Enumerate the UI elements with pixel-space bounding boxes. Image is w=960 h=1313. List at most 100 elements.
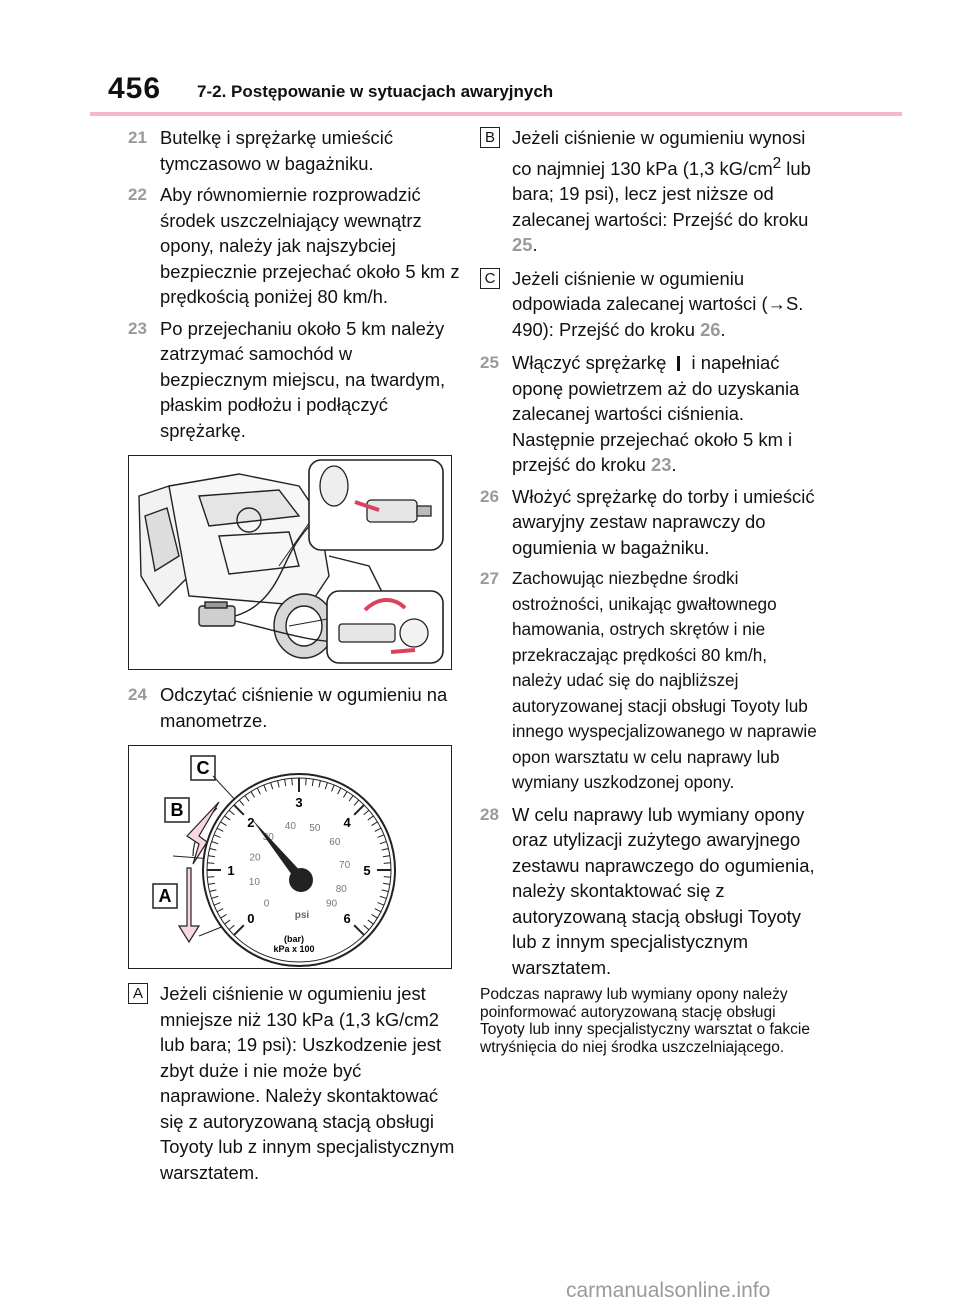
arrow-b-shape <box>186 801 220 865</box>
minor-tick <box>337 787 342 795</box>
psi-tick-label: 60 <box>329 837 341 848</box>
minor-tick <box>342 791 348 798</box>
minor-tick <box>382 882 390 885</box>
gauge-label-a: A <box>159 886 172 906</box>
step-22: 22 Aby równomiernie rozprowadzić środek … <box>128 182 460 310</box>
major-tick <box>353 804 365 816</box>
step-number: 22 <box>128 185 147 204</box>
psi-tick-label: 70 <box>339 860 351 871</box>
minor-tick <box>207 876 215 878</box>
minor-tick <box>277 780 280 788</box>
minor-tick <box>228 924 235 931</box>
step-24: 24 Odczytać ciśnienie w ogumieniu na man… <box>128 682 460 733</box>
minor-tick <box>305 778 307 786</box>
label-a-box: A <box>128 983 148 1004</box>
step-text: Aby równomiernie rozprowadzić środek usz… <box>160 184 460 307</box>
minor-tick <box>311 779 314 787</box>
major-tick <box>233 804 245 816</box>
major-tick <box>233 924 245 936</box>
step-reference: 26 <box>700 318 721 340</box>
minor-tick <box>209 848 217 851</box>
page-number: 456 <box>108 72 162 105</box>
minor-tick <box>224 815 231 821</box>
gauge-needle <box>251 818 305 882</box>
bar-tick-label: 6 <box>343 911 350 926</box>
left-column: 21 Butelkę i sprężarkę umieścić tymczaso… <box>128 125 460 1193</box>
step-text: Po przejechaniu około 5 km należy zatrzy… <box>160 317 446 441</box>
minor-tick <box>211 841 219 845</box>
step-number: 23 <box>128 318 147 338</box>
minor-tick <box>284 779 287 787</box>
minor-tick <box>381 848 389 851</box>
minor-tick <box>374 908 382 913</box>
label-b-box: B <box>480 127 500 148</box>
step-number: 24 <box>128 685 147 704</box>
minor-tick <box>371 913 378 919</box>
minor-tick <box>379 841 387 845</box>
minor-tick <box>363 809 370 816</box>
header-rule <box>90 112 902 116</box>
psi-tick-label: 50 <box>309 823 321 834</box>
minor-tick <box>377 902 385 906</box>
minor-tick <box>377 834 385 838</box>
step-25: 25 Włączyć sprężarkę i napełniać oponę p… <box>480 350 820 478</box>
right-column: B Jeżeli ciśnienie w ogumieniu wynosi co… <box>480 125 820 1056</box>
minor-tick <box>220 913 227 919</box>
step-text-cont: i napełniać oponę powietrzem aż do uzysk… <box>512 352 800 476</box>
footer-watermark: carmanualsonline.info <box>566 1279 771 1302</box>
gauge-needle-hub <box>289 868 313 892</box>
minor-tick <box>208 855 216 858</box>
step-text: Odczytać ciśnienie w ogumieniu na manome… <box>160 684 448 731</box>
step-27: 27 Zachowując niezbędne środki ostrożnoś… <box>480 566 820 796</box>
compressor-connection-illustration <box>128 455 452 670</box>
step-28: 28 W celu naprawy lub wymiany opony oraz… <box>480 802 820 981</box>
psi-tick-label: 10 <box>249 877 261 888</box>
minor-tick <box>224 919 231 925</box>
condition-text: Jeżeli ciśnienie w ogumieniu odpowiada z… <box>512 267 804 340</box>
condition-b: B Jeżeli ciśnienie w ogumieniu wynosi co… <box>480 125 820 258</box>
minor-tick <box>213 902 221 906</box>
switch-on-icon <box>677 356 681 372</box>
step-number: 27 <box>480 569 499 589</box>
repair-note: Podczas naprawy lub wymiany opony należy… <box>480 986 810 1056</box>
minor-tick <box>383 862 391 864</box>
step-number: 28 <box>480 804 499 824</box>
step-text: W celu naprawy lub wymiany opony oraz ut… <box>512 803 815 978</box>
minor-tick <box>238 799 245 806</box>
psi-tick-label: 20 <box>249 852 261 863</box>
minor-tick <box>353 799 360 806</box>
minor-tick <box>256 787 261 795</box>
bar-tick-label: 1 <box>227 863 234 878</box>
psi-tick-label: 40 <box>285 821 297 832</box>
minor-tick <box>379 895 387 899</box>
section-title: 7-2. Postępowanie w sytuacjach awaryjnyc… <box>197 82 554 101</box>
minor-tick <box>270 782 274 790</box>
minor-tick <box>348 795 354 802</box>
minor-tick <box>216 908 224 913</box>
condition-text-cont: lub bara; 19 psi), lecz jest niższe od z… <box>512 157 811 230</box>
gauge-label-b-box <box>164 797 190 823</box>
minor-tick <box>374 827 382 832</box>
step-text: Butelkę i sprężarkę umieścić tymczasowo … <box>160 127 394 174</box>
unit-bar: (bar) <box>284 934 304 944</box>
minor-tick <box>324 782 328 790</box>
superscript: 2 <box>772 154 782 172</box>
minor-tick <box>244 795 250 802</box>
minor-tick <box>207 862 215 864</box>
minor-tick <box>263 784 267 792</box>
condition-a: A Jeżeli ciśnienie w ogumieniu jest mnie… <box>128 981 460 1185</box>
punctuation: . <box>720 318 726 340</box>
bar-tick-label: 3 <box>295 795 302 810</box>
minor-tick <box>383 876 391 878</box>
step-number: 25 <box>480 353 499 373</box>
minor-tick <box>220 821 227 827</box>
condition-text: Jeżeli ciśnienie w ogumieniu wynosi co n… <box>512 127 806 179</box>
psi-tick-label: 80 <box>336 884 348 895</box>
gauge-label-c: C <box>197 758 210 778</box>
unit-psi: psi <box>295 910 310 921</box>
minor-tick <box>363 924 370 931</box>
minor-tick <box>367 815 374 821</box>
minor-tick <box>208 882 216 885</box>
